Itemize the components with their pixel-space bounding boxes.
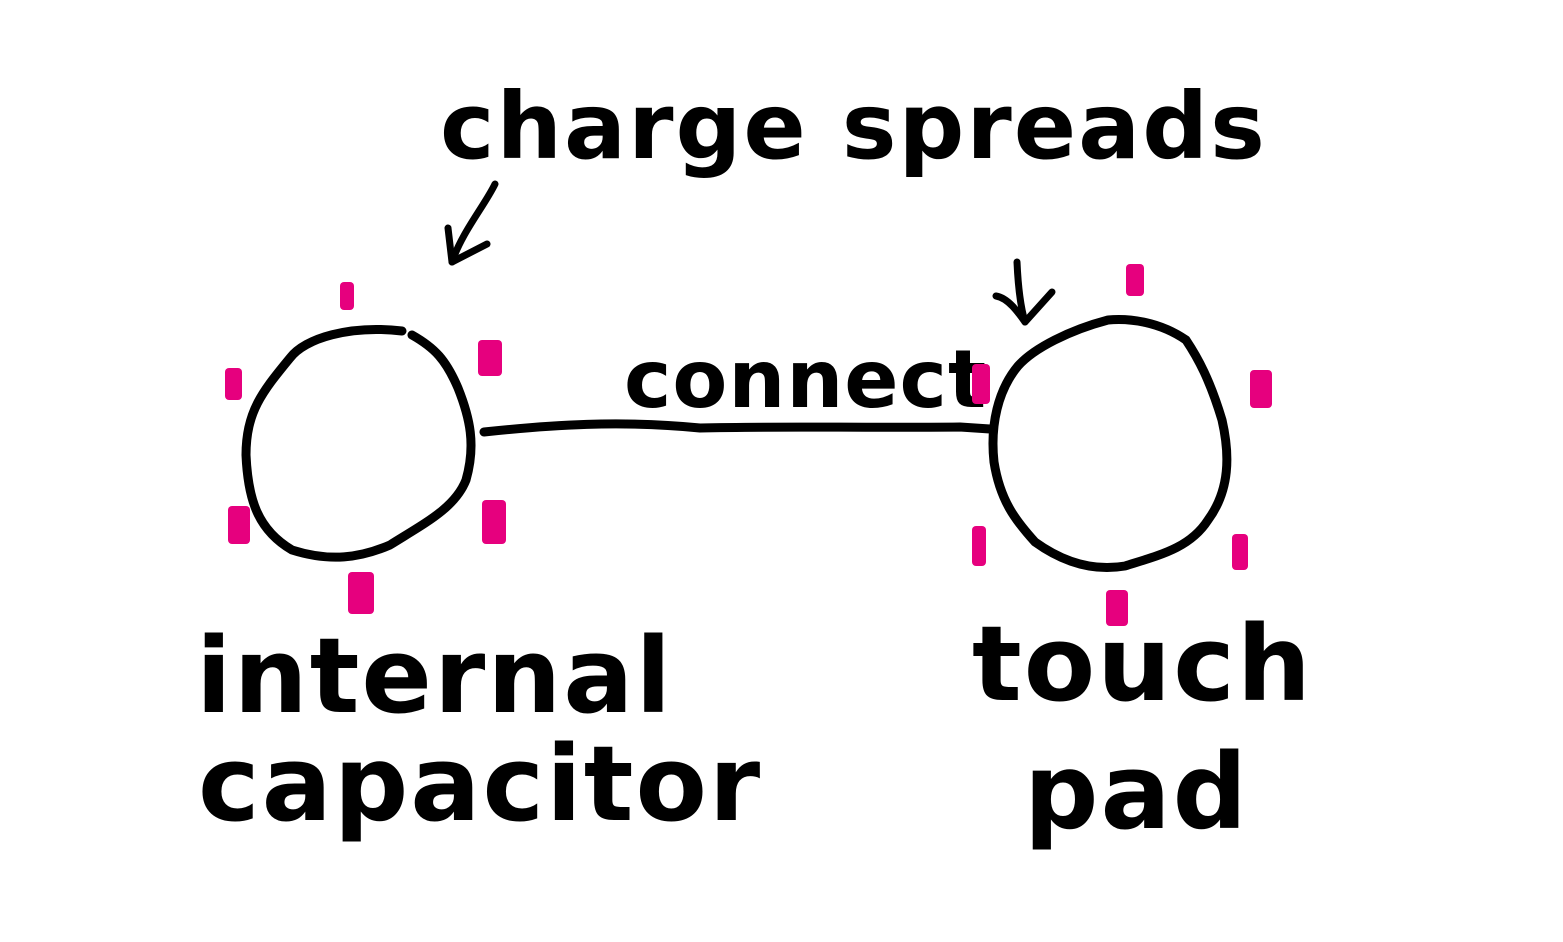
touch-pad-circle <box>988 315 1232 573</box>
arrow-to-capacitor-icon <box>444 180 499 266</box>
charge-mark <box>228 506 250 544</box>
charge-mark <box>972 526 986 566</box>
internal-label: internal <box>196 615 673 737</box>
pad-label: pad <box>1024 731 1249 853</box>
charge-mark <box>1106 590 1128 626</box>
capacitor-label: capacitor <box>198 723 762 845</box>
charge-mark <box>340 282 354 310</box>
charge-mark <box>478 340 502 376</box>
arrow-to-touchpad-icon <box>992 258 1056 326</box>
charge-spreads-label: charge spreads <box>440 73 1267 180</box>
internal-capacitor-circle <box>241 325 476 562</box>
left-charge-marks <box>225 282 506 614</box>
charge-mark <box>482 500 506 544</box>
connect-label: connect <box>624 333 987 426</box>
touch-label: touch <box>972 603 1313 725</box>
connecting-wire <box>479 419 995 437</box>
charge-mark <box>225 368 242 400</box>
charge-mark <box>1126 264 1144 296</box>
charge-mark <box>972 364 990 404</box>
charge-mark <box>1250 370 1272 408</box>
right-charge-marks <box>972 264 1272 626</box>
charge-mark <box>1232 534 1248 570</box>
charge-mark <box>348 572 374 614</box>
